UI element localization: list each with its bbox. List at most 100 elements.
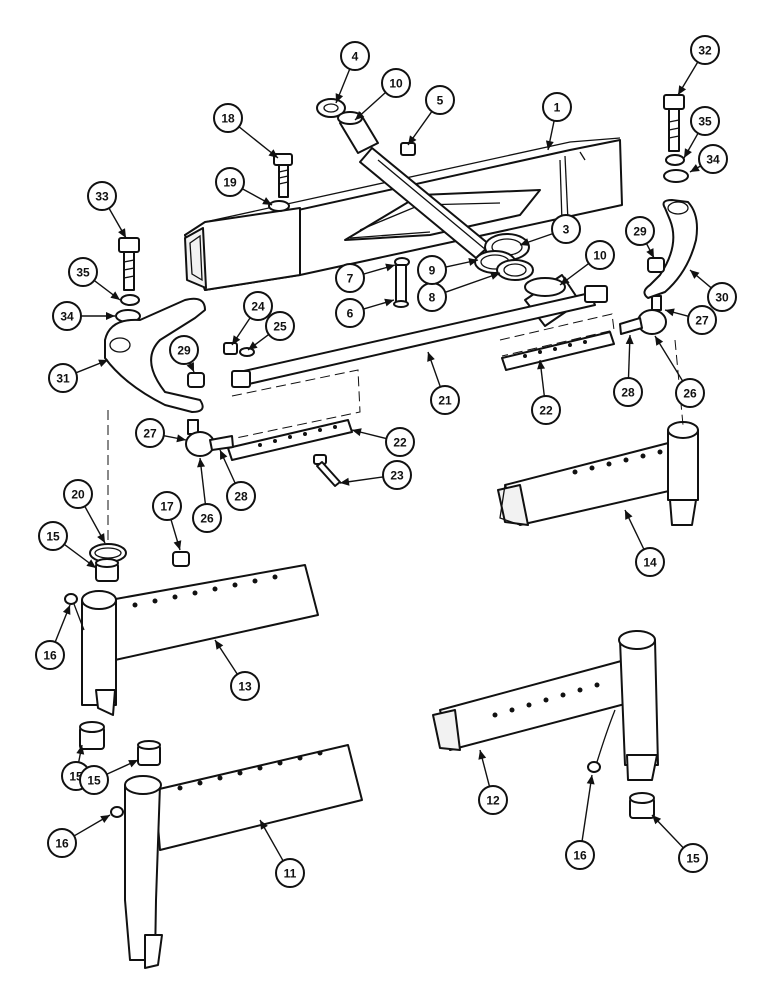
- callout-circle: [79, 765, 109, 795]
- callout-number: 24: [251, 300, 265, 314]
- callout-3: 3: [551, 214, 581, 244]
- callout-number: 15: [686, 852, 700, 866]
- callout-circle: [381, 68, 411, 98]
- callout-circle: [52, 301, 82, 331]
- leader-arrowhead: [625, 510, 633, 520]
- leader-arrowhead: [408, 135, 417, 145]
- tie-rod: [231, 285, 608, 388]
- callout-number: 15: [46, 530, 60, 544]
- callout-number: 34: [706, 153, 720, 167]
- callout-number: 19: [223, 176, 237, 190]
- callout-number: 8: [429, 291, 436, 305]
- callout-28: 28: [226, 481, 256, 511]
- callout-circle: [687, 305, 717, 335]
- leader-arrowhead: [355, 111, 365, 120]
- callout-circle: [68, 257, 98, 287]
- callout-circle: [335, 263, 365, 293]
- callout-number: 17: [160, 500, 174, 514]
- leader-arrowhead: [625, 335, 634, 345]
- callout-number: 9: [429, 264, 436, 278]
- callout-number: 22: [393, 436, 407, 450]
- callout-circle: [385, 427, 415, 457]
- grease-fitting-16-c: [587, 709, 616, 773]
- bushing-part-15-d: [629, 792, 655, 819]
- grease-fitting-16-a: [64, 593, 85, 631]
- callout-circle: [87, 181, 117, 211]
- leader-line-8: [444, 272, 501, 294]
- leader-arrowhead: [173, 540, 182, 550]
- leader-arrowhead: [385, 263, 395, 272]
- leader-arrowhead: [478, 750, 487, 760]
- callout-number: 35: [698, 115, 712, 129]
- leader-arrowhead: [128, 760, 138, 768]
- callout-22: 22: [531, 395, 561, 425]
- callout-22: 22: [385, 427, 415, 457]
- leader-arrowhead: [220, 450, 228, 460]
- callout-number: 21: [438, 394, 452, 408]
- callout-15: 15: [678, 843, 708, 873]
- nut-part-29-right: [647, 257, 665, 273]
- leader-arrowhead: [490, 272, 500, 280]
- bolt-part-23: [313, 454, 341, 487]
- plug-part-4: [316, 98, 346, 118]
- callout-6: 6: [335, 298, 365, 328]
- callout-number: 29: [177, 344, 191, 358]
- callout-number: 16: [43, 649, 57, 663]
- thrust-washer-8: [496, 259, 534, 281]
- callout-circle: [613, 377, 643, 407]
- callout-27: 27: [135, 418, 165, 448]
- leader-arrowhead: [340, 477, 350, 486]
- spindle-knuckle-left-lower: [124, 744, 363, 969]
- nut-part-29-left: [187, 372, 205, 388]
- callout-4: 4: [340, 41, 370, 71]
- callout-circle: [531, 395, 561, 425]
- callout-15: 15: [38, 521, 68, 551]
- callout-number: 34: [60, 310, 74, 324]
- callout-14: 14: [635, 547, 665, 577]
- leader-arrowhead: [176, 434, 186, 443]
- callout-number: 18: [221, 112, 235, 126]
- callout-16: 16: [47, 828, 77, 858]
- leader-arrowhead: [260, 820, 268, 830]
- callout-circle: [707, 282, 737, 312]
- callout-34: 34: [698, 144, 728, 174]
- callout-circle: [265, 311, 295, 341]
- callout-circle: [48, 363, 78, 393]
- callout-number: 16: [55, 837, 69, 851]
- leader-arrowhead: [537, 360, 546, 370]
- callout-12: 12: [478, 785, 508, 815]
- callout-29: 29: [625, 216, 655, 246]
- washer-part-25: [239, 347, 255, 357]
- callout-circle: [698, 144, 728, 174]
- callout-circle: [551, 214, 581, 244]
- callout-5: 5: [425, 85, 455, 115]
- callout-number: 35: [76, 266, 90, 280]
- bolt-part-18: [273, 153, 293, 198]
- callout-11: 11: [275, 858, 305, 888]
- callout-number: 13: [238, 680, 252, 694]
- leader-arrowhead: [335, 93, 344, 103]
- leader-arrowhead: [520, 238, 530, 246]
- leader-arrowhead: [384, 298, 394, 307]
- leader-arrowhead: [586, 775, 595, 785]
- callout-circle: [382, 460, 412, 490]
- leader-arrowhead: [76, 745, 85, 755]
- callout-number: 12: [486, 794, 500, 808]
- grease-fitting-16-b: [110, 806, 124, 818]
- leader-arrowhead: [646, 248, 654, 258]
- bolt-part-32: [663, 94, 685, 152]
- callout-number: 10: [593, 249, 607, 263]
- callout-circle: [542, 92, 572, 122]
- steering-arm-left: [104, 297, 206, 413]
- callout-30: 30: [707, 282, 737, 312]
- callout-19: 19: [215, 167, 245, 197]
- leader-arrowhead: [86, 559, 96, 568]
- callout-circle: [635, 547, 665, 577]
- tie-rod-tube-left: [227, 419, 353, 461]
- callout-28: 28: [613, 377, 643, 407]
- callout-7: 7: [335, 263, 365, 293]
- callout-number: 27: [143, 427, 157, 441]
- callout-number: 26: [683, 387, 697, 401]
- callout-leaders: [54, 61, 712, 862]
- callout-number: 28: [621, 386, 635, 400]
